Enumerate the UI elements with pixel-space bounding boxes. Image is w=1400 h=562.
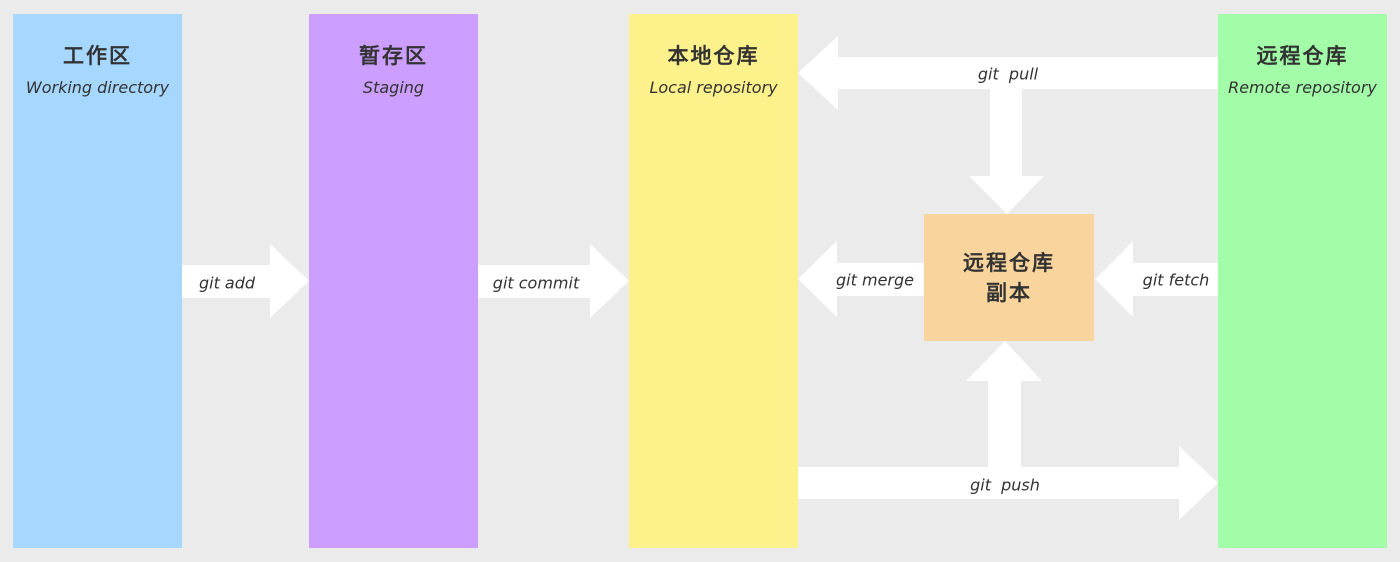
local-repository-subtitle: Local repository (649, 78, 778, 97)
git-pull-arrow (798, 36, 1218, 110)
git-push-arrow (798, 446, 1218, 520)
working-directory-title: 工作区 (63, 44, 132, 68)
local-repository-column: 本地仓库 Local repository (629, 14, 798, 548)
git-pull-down-arrow (969, 89, 1044, 214)
git-add-arrow (182, 244, 309, 318)
git-push-label: git push (970, 475, 1040, 495)
remote-copy-line2: 副本 (986, 280, 1032, 305)
staging-title: 暂存区 (359, 44, 428, 68)
working-directory-subtitle: Working directory (25, 78, 170, 97)
remote-repository-title: 远程仓库 (1256, 44, 1349, 68)
git-pull-label: git pull (977, 64, 1039, 84)
git-fetch-label: git fetch (1142, 270, 1210, 290)
remote-repository-subtitle: Remote repository (1228, 78, 1377, 97)
git-merge-label: git merge (836, 270, 914, 290)
working-directory-column: 工作区 Working directory (13, 14, 182, 548)
git-merge-arrow (798, 241, 924, 317)
git-commit-label: git commit (492, 273, 580, 293)
local-repository-title: 本地仓库 (667, 44, 760, 68)
staging-subtitle: Staging (362, 78, 425, 97)
git-fetch-arrow (1095, 241, 1218, 317)
remote-copy-line1: 远程仓库 (963, 250, 1055, 275)
remote-copy-box: 远程仓库 副本 (924, 214, 1094, 341)
git-push-up-arrow (966, 341, 1042, 467)
git-commit-arrow (478, 244, 629, 318)
remote-repository-column: 远程仓库 Remote repository (1218, 14, 1387, 548)
git-add-label: git add (198, 273, 256, 293)
staging-column: 暂存区 Staging (309, 14, 478, 548)
